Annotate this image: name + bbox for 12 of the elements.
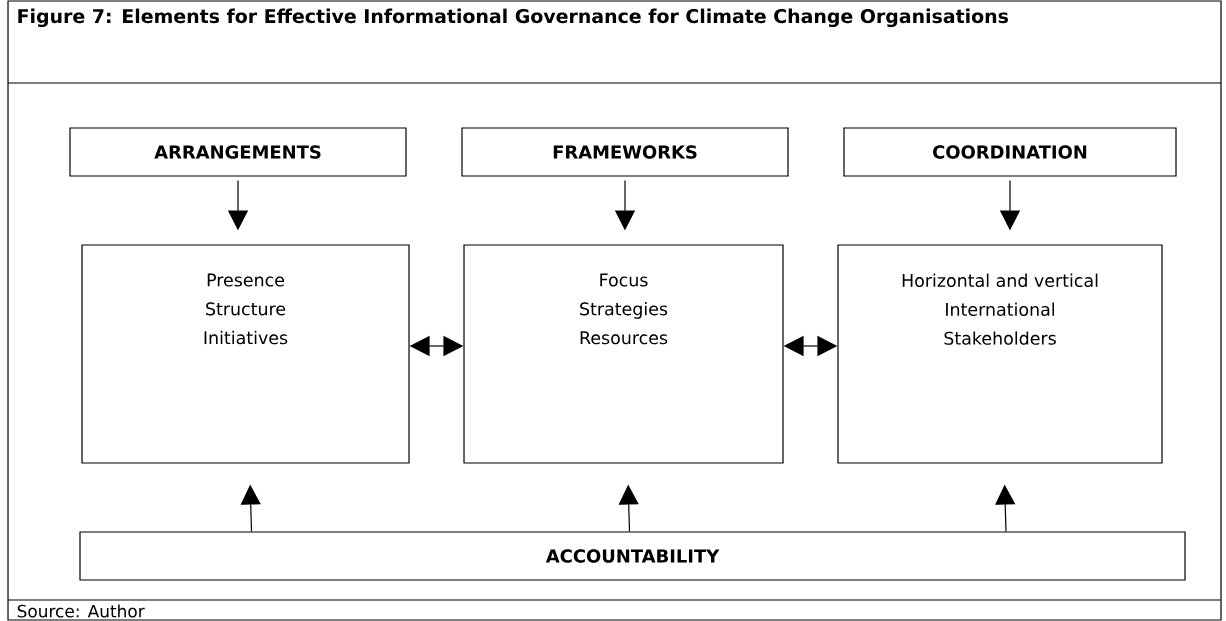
content-box	[81, 244, 410, 464]
label-box: ACCOUNTABILITY	[79, 531, 1186, 581]
label-box: ARRANGEMENTS	[69, 127, 407, 177]
box-text: Presence Structure Initiatives	[204, 273, 288, 345]
source-note: Source: Author	[17, 604, 145, 618]
figure-title: Figure 7: Elements for Effective Informational Governance for Climate Change Organisations	[18, 8, 1008, 28]
content-box	[837, 244, 1163, 464]
label-box: FRAMEWORKS	[461, 127, 789, 177]
label-box: COORDINATION	[843, 127, 1177, 177]
content-box	[463, 244, 784, 464]
box-text: Focus Strategies Resources	[580, 273, 668, 345]
box-text: Horizontal and vertical International Stakeholders	[902, 273, 1098, 345]
